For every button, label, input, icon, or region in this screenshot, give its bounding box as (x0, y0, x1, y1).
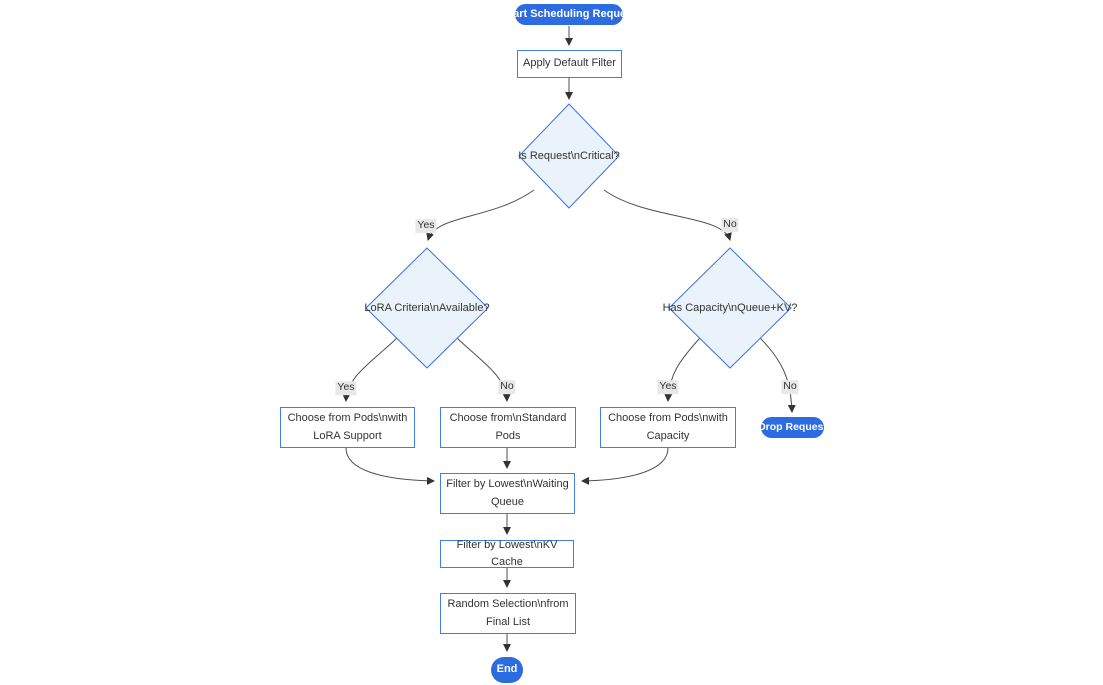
edge-capacity-yes-to-choose-capacity (664, 337, 701, 402)
edge-choose-lora-to-queue (345, 447, 435, 485)
edge-label-lora-no: No (498, 380, 516, 394)
edge-label-lora-yes: Yes (335, 381, 357, 395)
node-choose-standard-pods: Choose from\nStandard Pods (440, 407, 576, 448)
diamond-shape (519, 104, 619, 208)
decision-label: Has Capacity\nQueue+KV? (662, 302, 798, 314)
diamond-shape (669, 248, 791, 368)
diamond-shape (366, 248, 488, 368)
decision-has-capacity-queue-kv: Has Capacity\nQueue+KV? (662, 248, 798, 368)
node-choose-pods-capacity: Choose from Pods\nwith Capacity (600, 407, 736, 448)
edge-choose-capacity-to-queue (581, 447, 669, 485)
edge-label-critical-yes: Yes (415, 219, 437, 233)
node-drop-request: Drop Request (758, 417, 827, 438)
decision-label: LoRA Criteria\nAvailable? (364, 302, 490, 314)
edge-label-capacity-no: No (781, 380, 799, 394)
decision-is-request-critical: Is Request\nCritical? (518, 104, 620, 208)
decision-label: Is Request\nCritical? (518, 150, 620, 162)
node-choose-pods-lora-support: Choose from Pods\nwith LoRA Support (280, 407, 415, 448)
edge-capacity-no-to-drop (759, 337, 796, 413)
node-apply-default-filter: Apply Default Filter (517, 50, 622, 78)
decision-lora-criteria-available: LoRA Criteria\nAvailable? (364, 248, 490, 368)
edge-critical-no-to-capacity (603, 189, 732, 241)
node-filter-lowest-waiting-queue: Filter by Lowest\nWaiting Queue (440, 473, 575, 514)
node-end: End (491, 657, 523, 683)
edge-label-capacity-yes: Yes (657, 380, 679, 394)
node-random-selection-final-list: Random Selection\nfrom Final List (440, 593, 576, 634)
edge-label-critical-no: No (721, 218, 739, 232)
node-start-scheduling-request: Start Scheduling Request (502, 4, 636, 25)
node-filter-lowest-kv-cache: Filter by Lowest\nKV Cache (440, 539, 574, 568)
